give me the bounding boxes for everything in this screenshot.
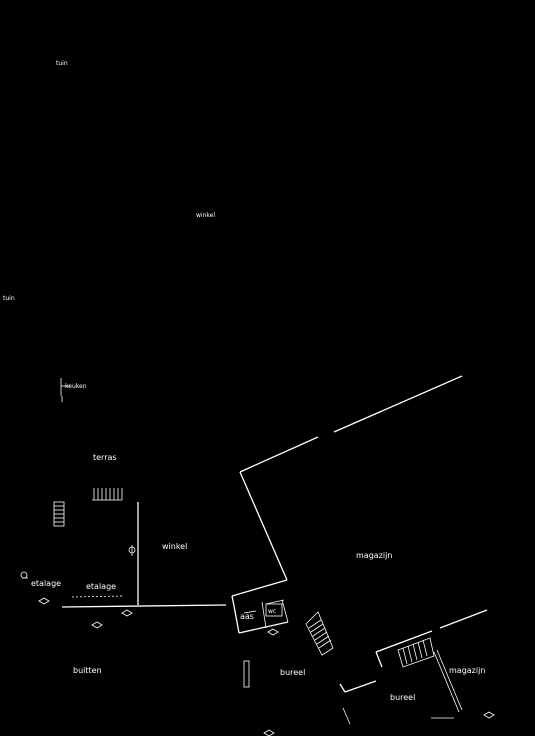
etalage-front	[71, 595, 125, 598]
keuken-marker	[60, 378, 70, 402]
label-magazijn-right: magazijn	[449, 666, 485, 675]
label-tuin-left: tuin	[3, 295, 15, 302]
label-magazijn: magazijn	[356, 551, 392, 560]
sanitary-block	[233, 599, 289, 634]
label-etalage-left: etalage	[31, 579, 61, 588]
door-symbol-left	[20, 571, 28, 579]
terras-hatch	[92, 488, 123, 501]
label-buitten: buitten	[73, 666, 102, 675]
label-keuken: keuken	[65, 383, 87, 390]
stairs-right	[397, 637, 435, 668]
label-terras: terras	[93, 453, 117, 462]
stairs-center	[305, 611, 334, 656]
winkel-walls	[61, 502, 227, 608]
level-markers	[38, 597, 495, 736]
stairs-left	[53, 501, 65, 527]
label-tuin-top: tuin	[56, 60, 68, 67]
label-etalage-mid: etalage	[86, 582, 116, 591]
label-bureel-right: bureel	[390, 693, 415, 702]
structural-posts	[243, 649, 463, 725]
label-winkel-top: winkel	[196, 212, 215, 219]
label-aas: aas	[240, 612, 254, 621]
label-bureel-center: bureel	[280, 668, 305, 677]
label-wc: wc	[268, 608, 276, 615]
magazijn-outline	[231, 375, 488, 693]
label-winkel: winkel	[162, 542, 187, 551]
